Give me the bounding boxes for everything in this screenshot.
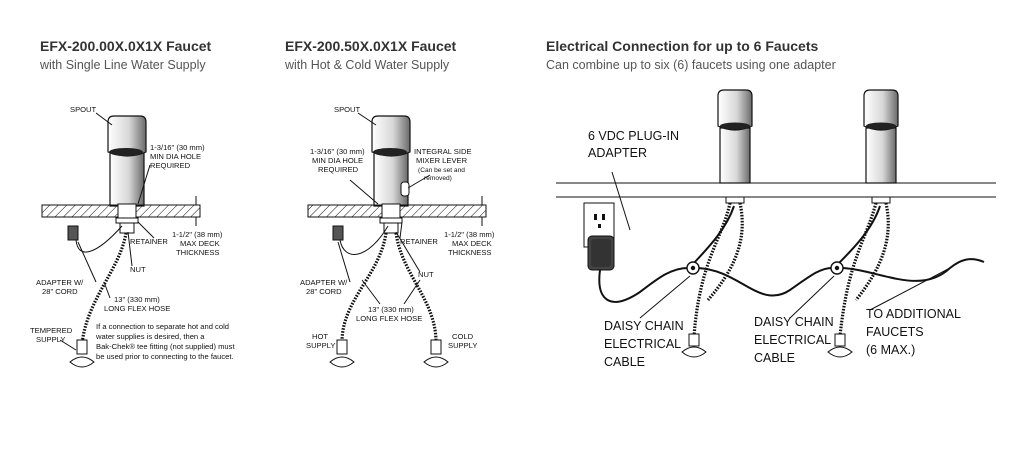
- label-deck-2c: THICKNESS: [448, 248, 491, 257]
- plug-in-adapter: [587, 235, 615, 271]
- panel-3-diagram: 6 VDC PLUG-IN ADAPTER DAISY CHAIN ELECTR…: [556, 89, 996, 369]
- label-addl-a: TO ADDITIONAL: [866, 307, 961, 321]
- panel-3-title: Electrical Connection for up to 6 Faucet…: [546, 38, 819, 54]
- label-adapter-2b: 28" CORD: [306, 287, 342, 296]
- label-hose-2a: 13" (330 mm): [368, 305, 414, 314]
- label-adapter-2a: ADAPTER W/: [300, 278, 348, 287]
- valve-3b: [827, 333, 853, 358]
- label-daisy2-b: ELECTRICAL: [754, 333, 831, 347]
- label-hose-2b: LONG FLEX HOSE: [356, 314, 422, 323]
- label-daisy2-a: DAISY CHAIN: [754, 315, 834, 329]
- label-mixer-a: INTEGRAL SIDE: [414, 147, 472, 156]
- label-deck-2a: 1-1/2" (38 mm): [444, 230, 495, 239]
- label-hot-b: SUPPLY: [306, 341, 335, 350]
- label-daisy1-c: CABLE: [604, 355, 645, 369]
- label-mixer-c: (Can be set and: [418, 167, 465, 174]
- label-supply-1a: TEMPERED: [30, 326, 73, 335]
- flex-hose-3a: [692, 202, 732, 337]
- label-hole-2c: REQUIRED: [318, 165, 359, 174]
- label-nut-2: NUT: [418, 270, 434, 279]
- valve-3a: [681, 333, 707, 358]
- label-daisy2-c: CABLE: [754, 351, 795, 365]
- countertop: [556, 182, 996, 198]
- label-daisy1-a: DAISY CHAIN: [604, 319, 684, 333]
- faucet-2: [371, 115, 411, 207]
- label-daisy1-b: ELECTRICAL: [604, 337, 681, 351]
- flex-hose-1: [80, 232, 128, 346]
- note-line-2: water supplies is desired, then a: [95, 332, 205, 341]
- daisy-chain-cable-2: [841, 258, 985, 282]
- label-deck-2b: MAX DECK: [452, 239, 492, 248]
- note-line-4: be used prior to connecting to the fauce…: [96, 352, 234, 361]
- faucet-3b: [863, 89, 899, 204]
- label-deck-1c: THICKNESS: [176, 248, 219, 257]
- supply-valve-hot: [329, 339, 355, 368]
- label-deck-1a: 1-1/2" (38 mm): [172, 230, 223, 239]
- label-hot-a: HOT: [312, 332, 328, 341]
- label-spout-2: SPOUT: [334, 105, 361, 114]
- supply-valve-cold: [423, 339, 449, 368]
- mixer-lever: [400, 181, 410, 197]
- label-hole-1b: MIN DIA HOLE: [150, 152, 201, 161]
- flex-hose-cold: [394, 232, 438, 343]
- panel-3-subtitle: Can combine up to six (6) faucets using …: [546, 58, 836, 72]
- label-retainer-2: RETAINER: [400, 237, 438, 246]
- label-supply-1b: SUPPLY: [36, 335, 65, 344]
- label-nut-1: NUT: [130, 265, 146, 274]
- adapter-2: [332, 225, 344, 241]
- label-hole-1a: 1-3/16" (30 mm): [150, 143, 205, 152]
- label-hole-2b: MIN DIA HOLE: [312, 156, 363, 165]
- label-retainer-1: RETAINER: [130, 237, 168, 246]
- label-hose-1b: LONG FLEX HOSE: [104, 304, 170, 313]
- panel-1-title: EFX-200.00X.0X1X Faucet: [40, 38, 212, 54]
- adapter-cord-1: [75, 225, 123, 253]
- faucet-1: [107, 115, 147, 207]
- supply-valve-1: [69, 339, 95, 368]
- label-cold-a: COLD: [452, 332, 474, 341]
- daisy-chain-cable-1: [697, 267, 833, 297]
- label-cold-b: SUPPLY: [448, 341, 477, 350]
- panel-2-diagram: SPOUT 1-3/16" (30 mm) MIN DIA HOLE REQUI…: [300, 105, 495, 368]
- label-spout-1: SPOUT: [70, 105, 97, 114]
- flex-hose-hot: [340, 232, 388, 343]
- adapter-cable: [598, 267, 689, 303]
- label-plug-a: 6 VDC PLUG-IN: [588, 129, 679, 143]
- label-mixer-d: removed): [424, 175, 452, 182]
- panel-1-diagram: SPOUT 1-3/16" (30 mm) MIN DIA HOLE REQUI…: [30, 105, 235, 368]
- label-adapter-1a: ADAPTER W/: [36, 278, 84, 287]
- label-hole-1c: REQUIRED: [150, 161, 191, 170]
- label-addl-c: (6 MAX.): [866, 343, 915, 357]
- panel-1-subtitle: with Single Line Water Supply: [40, 58, 206, 72]
- label-hole-2a: 1-3/16" (30 mm): [310, 147, 365, 156]
- panel-2-subtitle: with Hot & Cold Water Supply: [285, 58, 450, 72]
- panel-2-title: EFX-200.50X.0X1X Faucet: [285, 38, 457, 54]
- note-line-1: If a connection to separate hot and cold: [96, 322, 229, 331]
- label-hose-1a: 13" (330 mm): [114, 295, 160, 304]
- label-mixer-b: MIXER LEVER: [416, 156, 468, 165]
- flex-hose-3b: [838, 202, 878, 337]
- note-line-3: Bak-Chek® tee fitting (not supplied) mus…: [96, 342, 235, 351]
- label-addl-b: FAUCETS: [866, 325, 924, 339]
- label-plug-b: ADAPTER: [588, 146, 647, 160]
- label-adapter-1b: 28" CORD: [42, 287, 78, 296]
- label-deck-1b: MAX DECK: [180, 239, 220, 248]
- faucet-3a: [717, 89, 753, 204]
